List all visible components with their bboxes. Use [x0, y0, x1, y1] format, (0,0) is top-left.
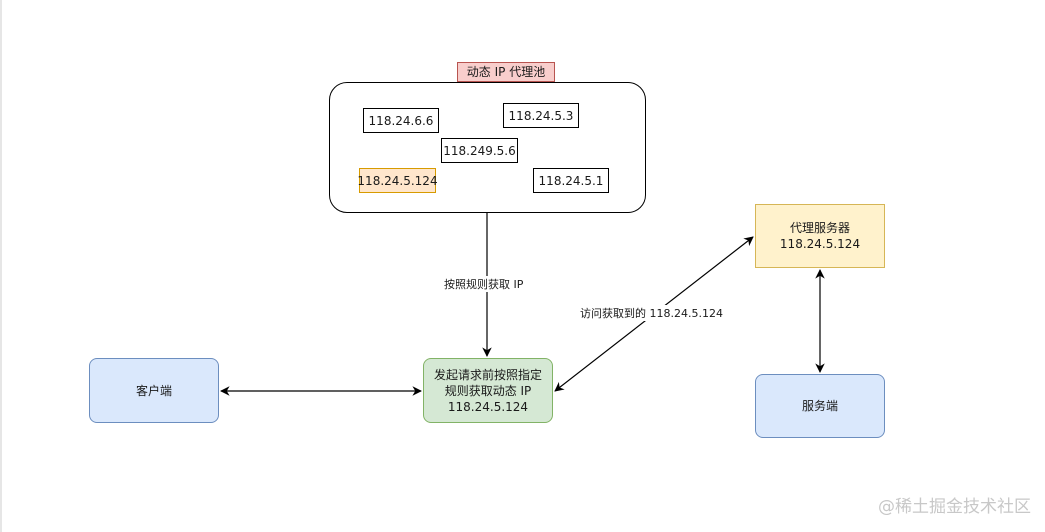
edge-label-visit: 访问获取到的 118.24.5.124 [580, 305, 723, 321]
proxy-server-title: 代理服务器 [789, 221, 850, 235]
ip-pool-title: 动态 IP 代理池 [457, 62, 555, 82]
request-node: 发起请求前按照指定 规则获取动态 IP 118.24.5.124 [423, 358, 553, 423]
server-node: 服务端 [755, 374, 885, 438]
request-line-3: 118.24.5.124 [447, 399, 529, 414]
request-line-2: 规则获取动态 IP [444, 383, 532, 398]
pool-ip-1: 118.24.6.6 [363, 108, 439, 133]
pool-ip-3: 118.249.5.6 [441, 138, 518, 163]
proxy-server-node: 代理服务器 118.24.5.124 [755, 204, 885, 268]
request-line-1: 发起请求前按照指定 [433, 367, 542, 382]
pool-ip-2: 118.24.5.3 [503, 103, 579, 128]
edge-label-fetch: 按照规则获取 IP [444, 276, 524, 292]
client-node: 客户端 [89, 358, 219, 423]
canvas-left-border [0, 0, 2, 532]
proxy-server-ip: 118.24.5.124 [779, 237, 861, 251]
watermark: @稀土掘金技术社区 [878, 497, 1031, 517]
pool-ip-5: 118.24.5.1 [533, 168, 609, 193]
pool-ip-4-highlighted: 118.24.5.124 [357, 168, 438, 193]
